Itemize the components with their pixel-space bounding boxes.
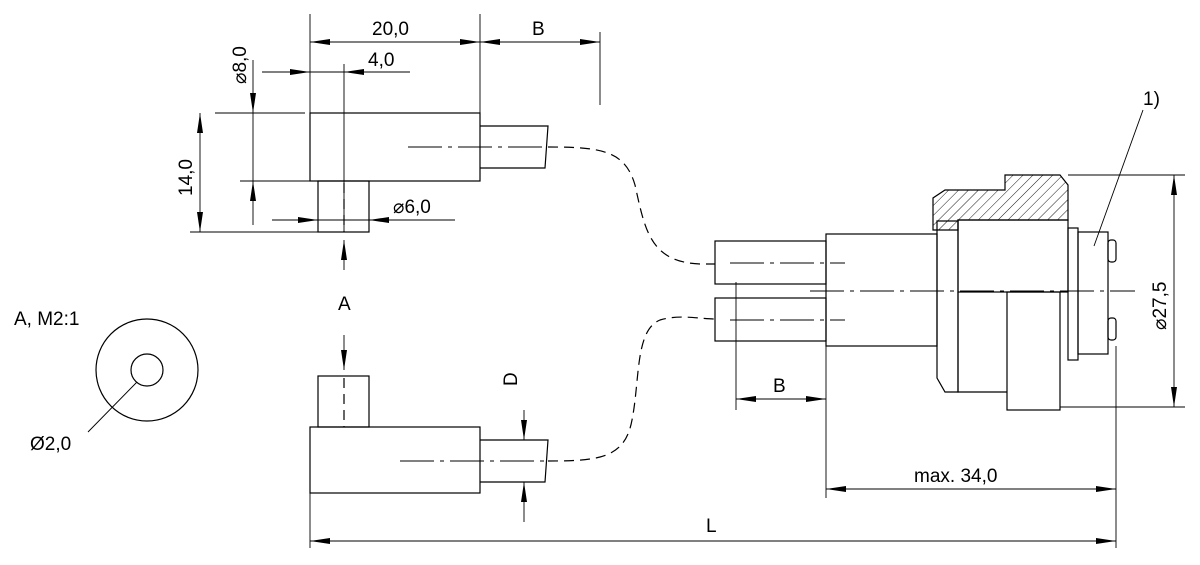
dim-dia-8-label: ⌀8,0	[230, 46, 251, 84]
socket-assembly	[714, 174, 1135, 411]
bottom-plug-cable-stub	[480, 439, 549, 483]
dim-l-label: L	[706, 516, 717, 537]
dim-d: D	[501, 372, 527, 522]
cable-entry-upper	[714, 240, 827, 285]
dim-dia-6: ⌀6,0	[272, 197, 455, 223]
top-plug-cable-stub	[480, 125, 549, 169]
socket-housing	[957, 219, 1069, 293]
detail-inner-hole	[130, 353, 164, 387]
view-a-label: A	[338, 294, 351, 315]
top-plug	[309, 64, 549, 233]
seal-ring	[1067, 227, 1079, 361]
dim-d-label: D	[501, 372, 522, 386]
detail-a-title: A, M2:1	[14, 309, 79, 330]
top-plug-body	[309, 112, 481, 182]
note-1-leader: 1)	[1093, 89, 1160, 247]
dim-height-14: 14,0	[176, 113, 318, 233]
socket-flange	[936, 220, 959, 393]
note-1-label: 1)	[1143, 89, 1160, 110]
socket-body	[825, 233, 938, 347]
dim-dia-27-5: ⌀27,5	[1060, 174, 1185, 408]
contact-carrier	[1077, 231, 1109, 355]
dim-b-right-label: B	[773, 376, 786, 397]
dim-dia-8: ⌀8,0	[215, 46, 310, 225]
cable-top	[547, 146, 715, 265]
contact-pin-upper	[1107, 239, 1117, 263]
contact-pin-lower	[1107, 317, 1117, 341]
dim-height-14-label: 14,0	[176, 159, 197, 196]
dim-dia-27-5-label: ⌀27,5	[1150, 282, 1171, 330]
socket-lower-block	[1006, 291, 1061, 411]
bottom-plug	[309, 375, 549, 494]
view-a-indicator: A	[338, 240, 351, 370]
dim-width-20-label: 20,0	[372, 19, 409, 40]
cables	[547, 146, 716, 462]
dim-b-top-label: B	[532, 19, 545, 40]
cable-entry-lower	[714, 297, 827, 342]
bottom-plug-body	[309, 426, 481, 494]
dim-b-right: B	[735, 282, 826, 410]
hatched-nut	[932, 174, 1069, 231]
dim-width-20: 20,0	[309, 14, 481, 113]
dim-width-4: 4,0	[262, 50, 410, 75]
dim-dia-6-label: ⌀6,0	[393, 197, 431, 218]
detail-outer-ring	[95, 318, 199, 422]
dim-max-34: max. 34,0	[825, 346, 1117, 548]
dim-width-4-label: 4,0	[368, 50, 394, 71]
dim-l: L	[309, 493, 1116, 548]
dim-max-34-label: max. 34,0	[914, 466, 997, 487]
cable-bottom	[547, 316, 716, 462]
detail-hole-dia-label: Ø2,0	[30, 434, 71, 455]
dim-b-top: B	[480, 19, 601, 105]
detail-a: A, M2:1 Ø2,0	[14, 309, 199, 455]
